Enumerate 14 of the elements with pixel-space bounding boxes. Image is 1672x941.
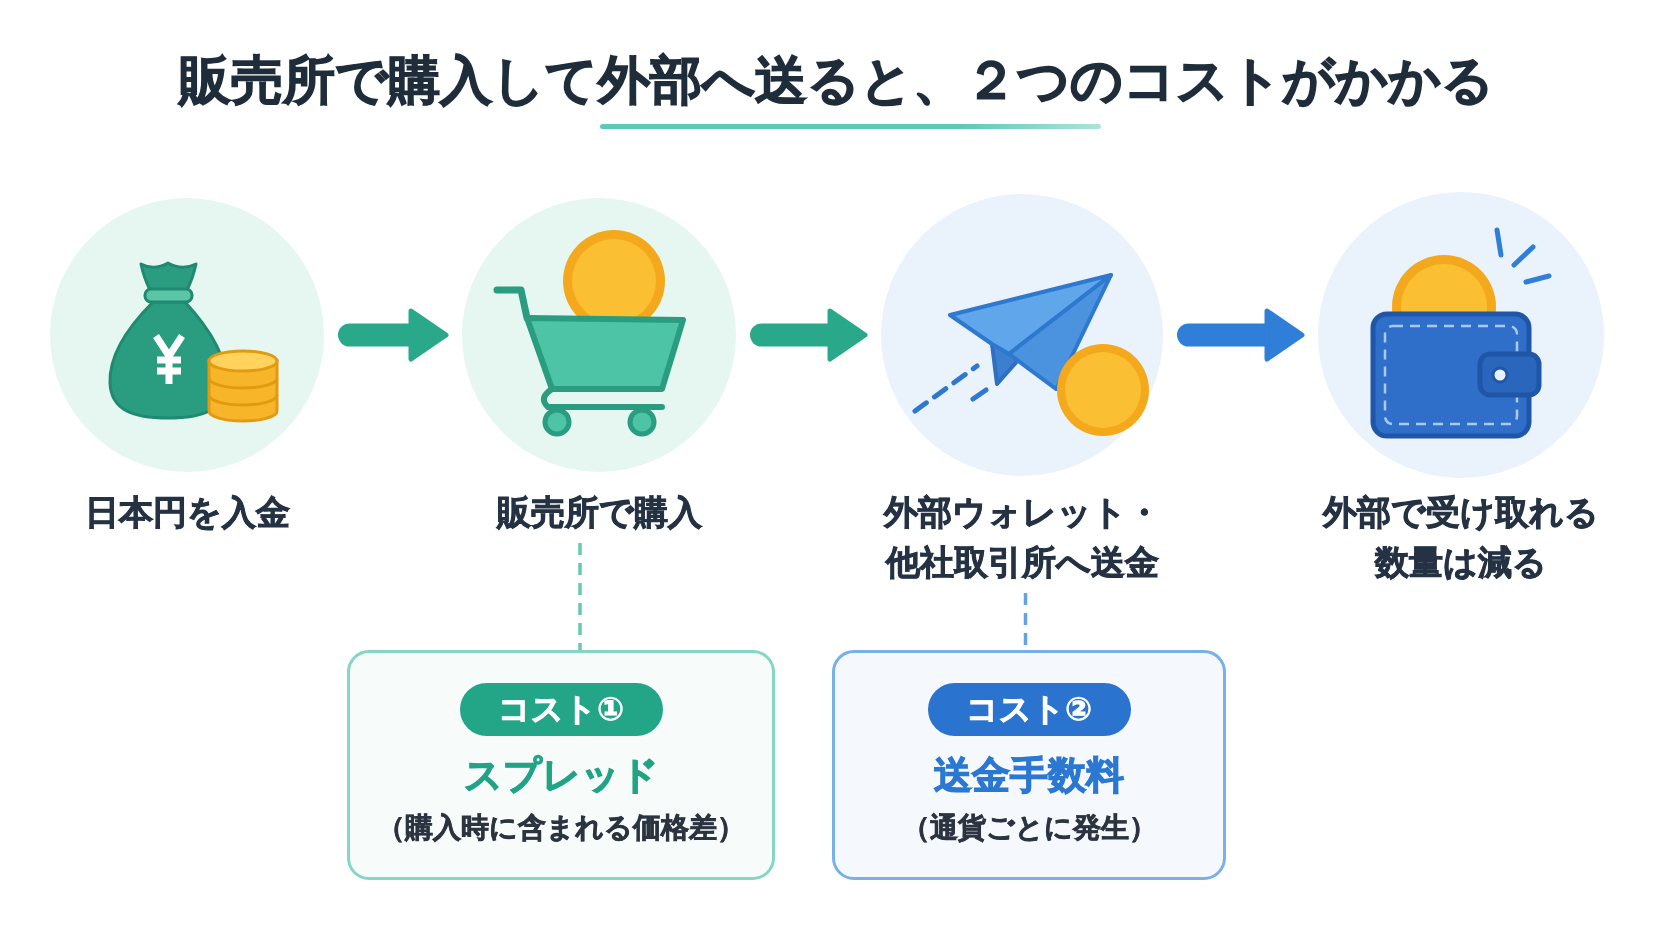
step-label: 外部で受け取れる数量は減る bbox=[1321, 491, 1600, 584]
cost-note: （購入時に含まれる価格差） bbox=[377, 810, 745, 846]
title: 販売所で購入して外部へ送ると、２つのコストがかかる bbox=[178, 49, 1494, 112]
dashed-line bbox=[578, 543, 582, 650]
cost-title: スプレッド bbox=[463, 752, 659, 799]
step-label: 外部ウォレット・他社取引所へ送金 bbox=[882, 491, 1162, 584]
cost-box bbox=[347, 650, 775, 880]
cost-box bbox=[832, 650, 1226, 880]
step-label: 販売所で購入 bbox=[496, 491, 702, 534]
cost-title: 送金手数料 bbox=[934, 752, 1124, 799]
step-label: 日本円を入金 bbox=[84, 491, 290, 534]
cost-badge: コスト① bbox=[459, 683, 663, 736]
cost-badge: コスト② bbox=[927, 683, 1131, 736]
cost-note: （通貨ごとに発生） bbox=[901, 810, 1157, 846]
